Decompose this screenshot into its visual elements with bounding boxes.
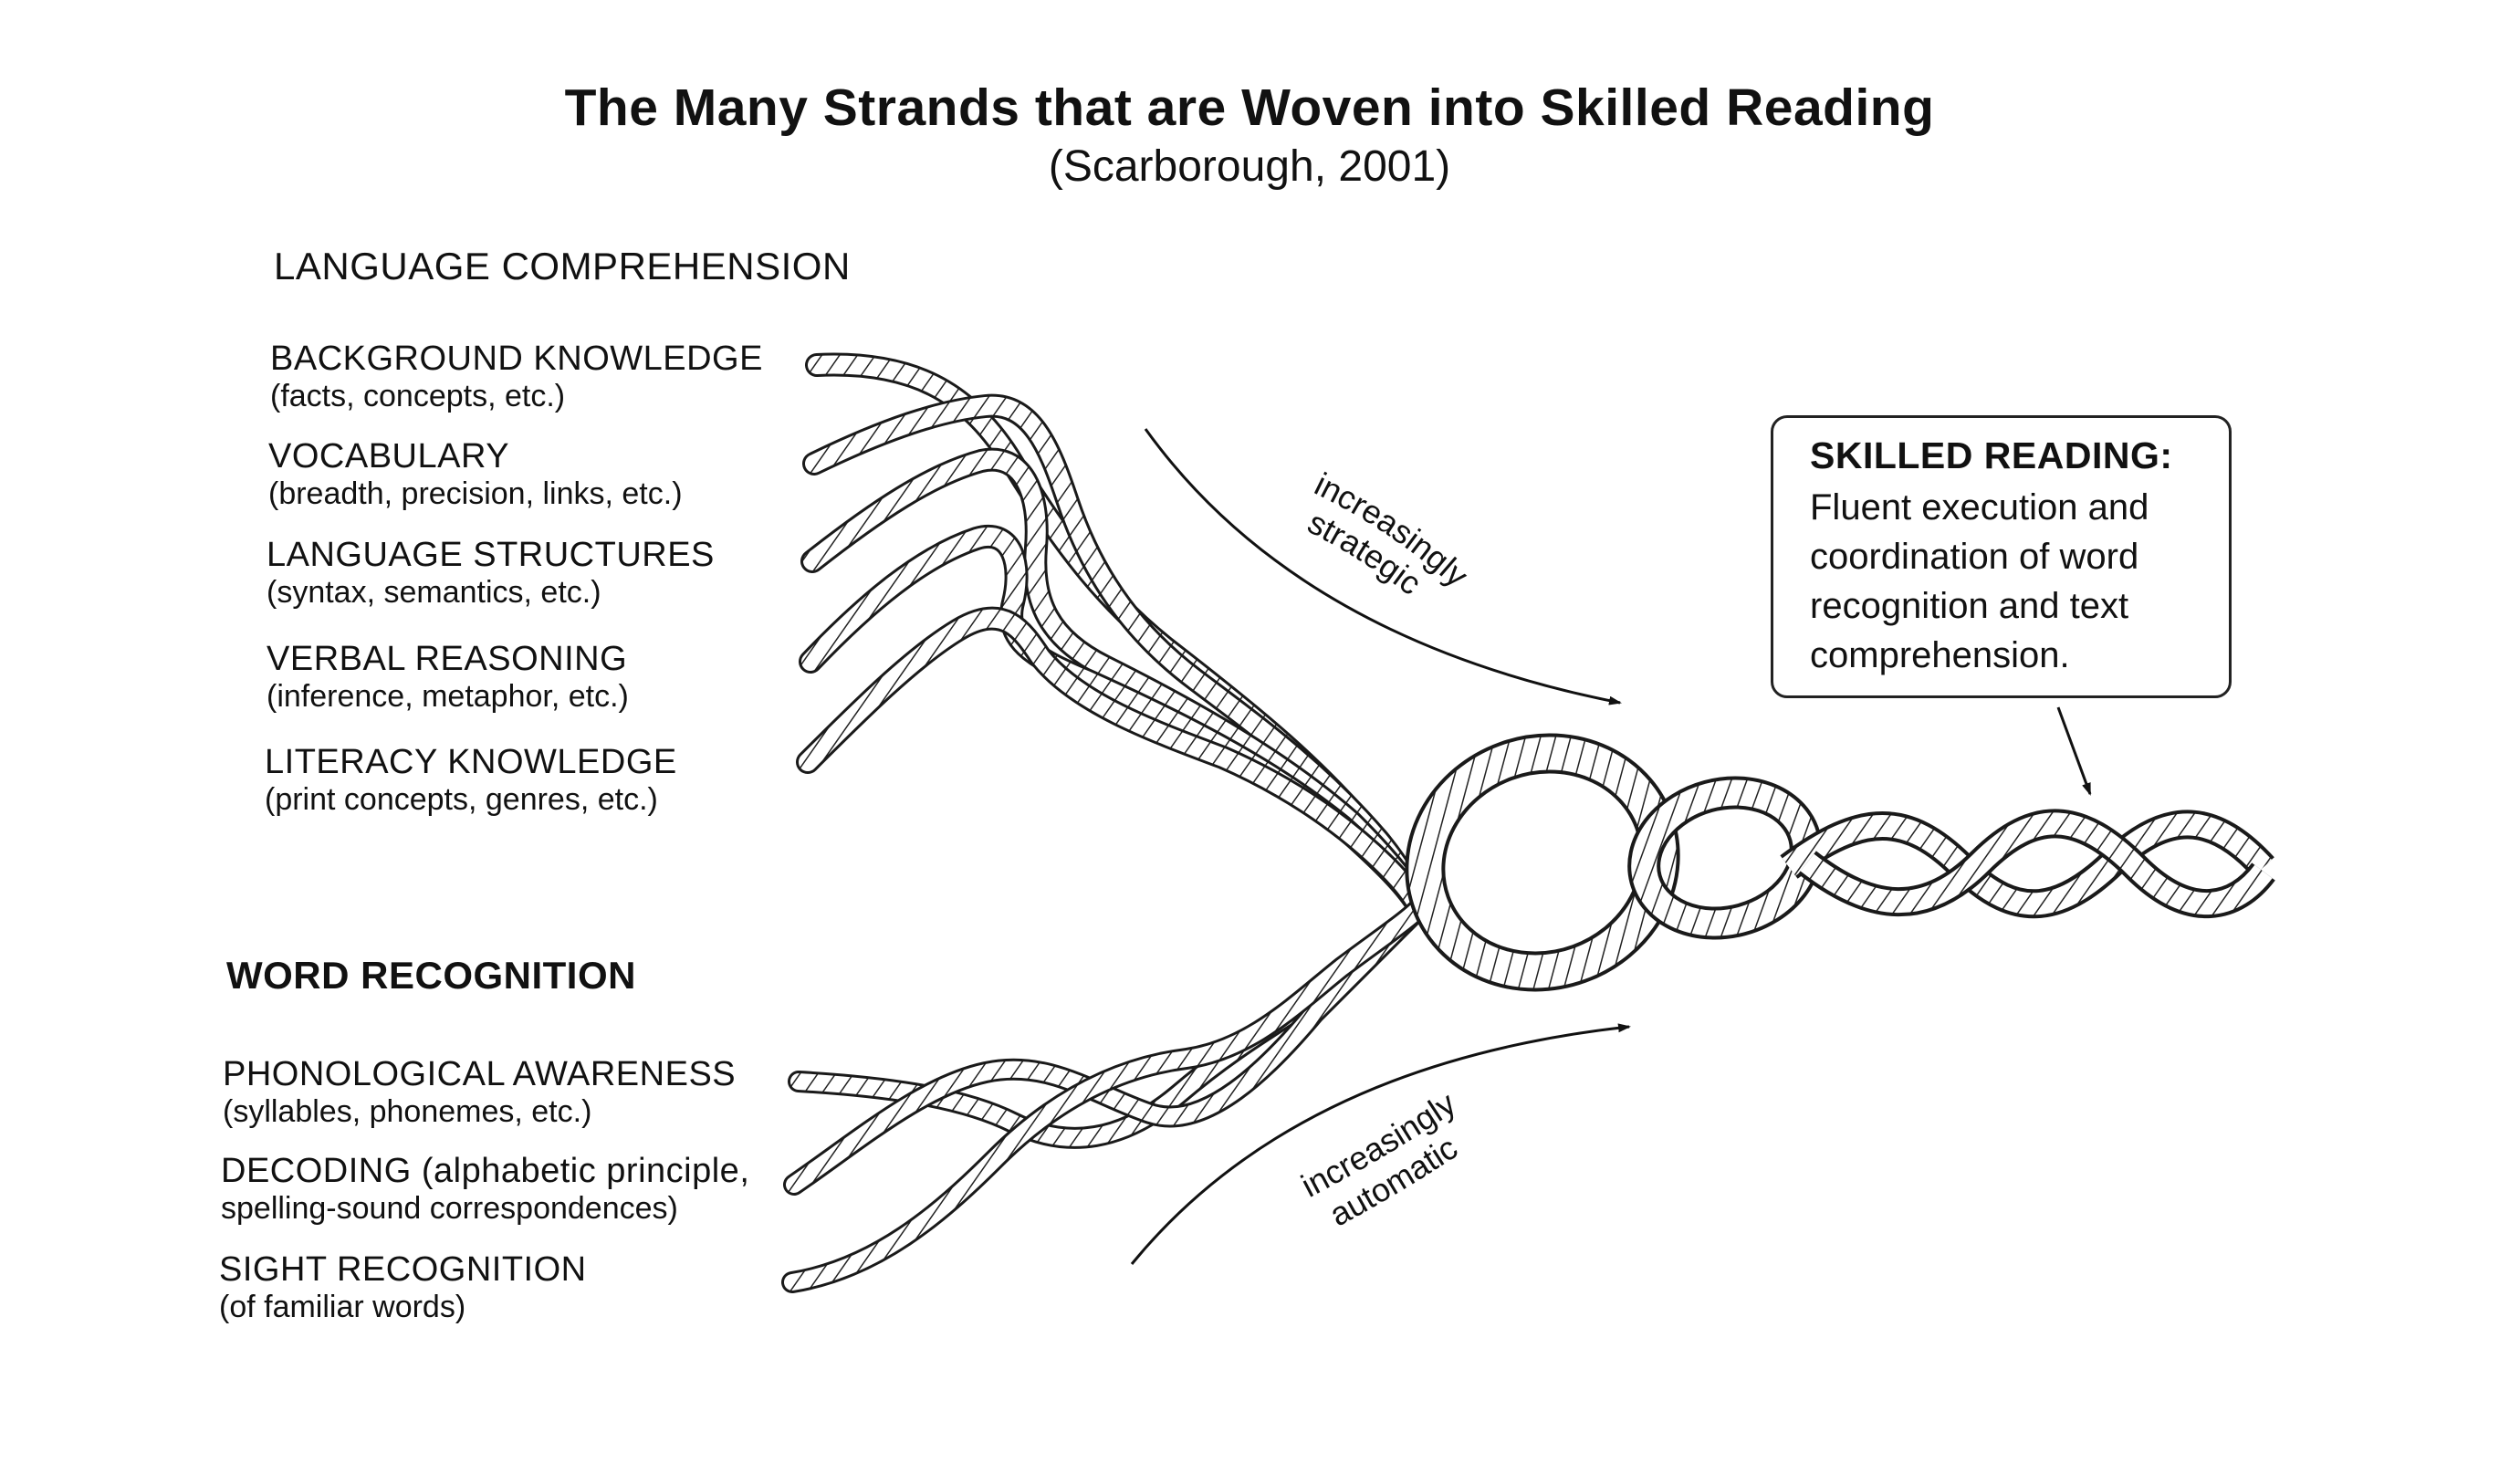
strand-detail: (of familiar words) (219, 1289, 466, 1324)
skilled-reading-callout: SKILLED READING: Fluent execution and co… (1771, 415, 2232, 698)
diagram-citation: (Scarborough, 2001) (1048, 142, 1451, 191)
strand-name: VERBAL REASONING (267, 640, 628, 678)
callout-line: Fluent execution and (1810, 487, 2149, 528)
diagram-title: The Many Strands that are Woven into Ski… (564, 78, 1935, 137)
strand-detail: (inference, metaphor, etc.) (267, 678, 629, 714)
strand-label-phonological-awareness: PHONOLOGICAL AWARENESS (syllables, phone… (223, 1055, 737, 1130)
strand-name: LANGUAGE STRUCTURES (267, 536, 715, 574)
woven-rope (1405, 733, 2275, 992)
language-comprehension-strands (796, 352, 1431, 920)
word-recognition-heading: WORD RECOGNITION (226, 954, 636, 997)
strand-label-literacy-knowledge: LITERACY KNOWLEDGE (print concepts, genr… (265, 743, 677, 818)
strand-detail: spelling-sound correspondences) (221, 1190, 678, 1226)
callout-line: recognition and text (1810, 586, 2129, 626)
language-comprehension-heading: LANGUAGE COMPREHENSION (274, 245, 851, 287)
strategic-arrow: increasingly strategic (1144, 428, 1622, 705)
strand-name: VOCABULARY (268, 437, 510, 476)
rope-loop-medium (1627, 776, 1823, 940)
arrow-curve (1144, 428, 1622, 705)
strand-name: SIGHT RECOGNITION (219, 1250, 587, 1289)
rope-braid (1780, 809, 2275, 919)
arrow-curve (1130, 1023, 1631, 1265)
strand-name: PHONOLOGICAL AWARENESS (223, 1055, 737, 1093)
strand-label-vocabulary: VOCABULARY (breadth, precision, links, e… (268, 437, 683, 512)
strand-label-background-knowledge: BACKGROUND KNOWLEDGE (facts, concepts, e… (270, 340, 763, 414)
strand-detail: (syllables, phonemes, etc.) (223, 1093, 592, 1129)
strand-label-sight-recognition: SIGHT RECOGNITION (of familiar words) (219, 1250, 587, 1325)
strand-detail: (print concepts, genres, etc.) (265, 781, 658, 817)
rope-strand-decoding (783, 897, 1430, 1196)
strand-detail: (breadth, precision, links, etc.) (268, 476, 683, 511)
callout-title: SKILLED READING: (1810, 434, 2173, 476)
rope-strand-literacy-knowledge (796, 606, 1431, 920)
strand-name: DECODING (alphabetic principle, (221, 1152, 750, 1190)
callout-pointer-arrow (2056, 706, 2092, 796)
word-recognition-strands (781, 897, 1430, 1293)
callout-line: comprehension. (1810, 635, 2070, 675)
strand-label-language-structures: LANGUAGE STRUCTURES (syntax, semantics, … (267, 536, 715, 611)
callout-line: coordination of word (1810, 537, 2139, 577)
strand-detail: (facts, concepts, etc.) (270, 378, 566, 413)
strand-name: BACKGROUND KNOWLEDGE (270, 340, 763, 378)
strand-label-verbal-reasoning: VERBAL REASONING (inference, metaphor, e… (267, 640, 629, 715)
rope-strand-sight-recognition (781, 897, 1430, 1293)
strand-label-decoding: DECODING (alphabetic principle, spelling… (221, 1152, 750, 1227)
strand-name: LITERACY KNOWLEDGE (265, 743, 677, 781)
strand-detail: (syntax, semantics, etc.) (267, 574, 601, 610)
